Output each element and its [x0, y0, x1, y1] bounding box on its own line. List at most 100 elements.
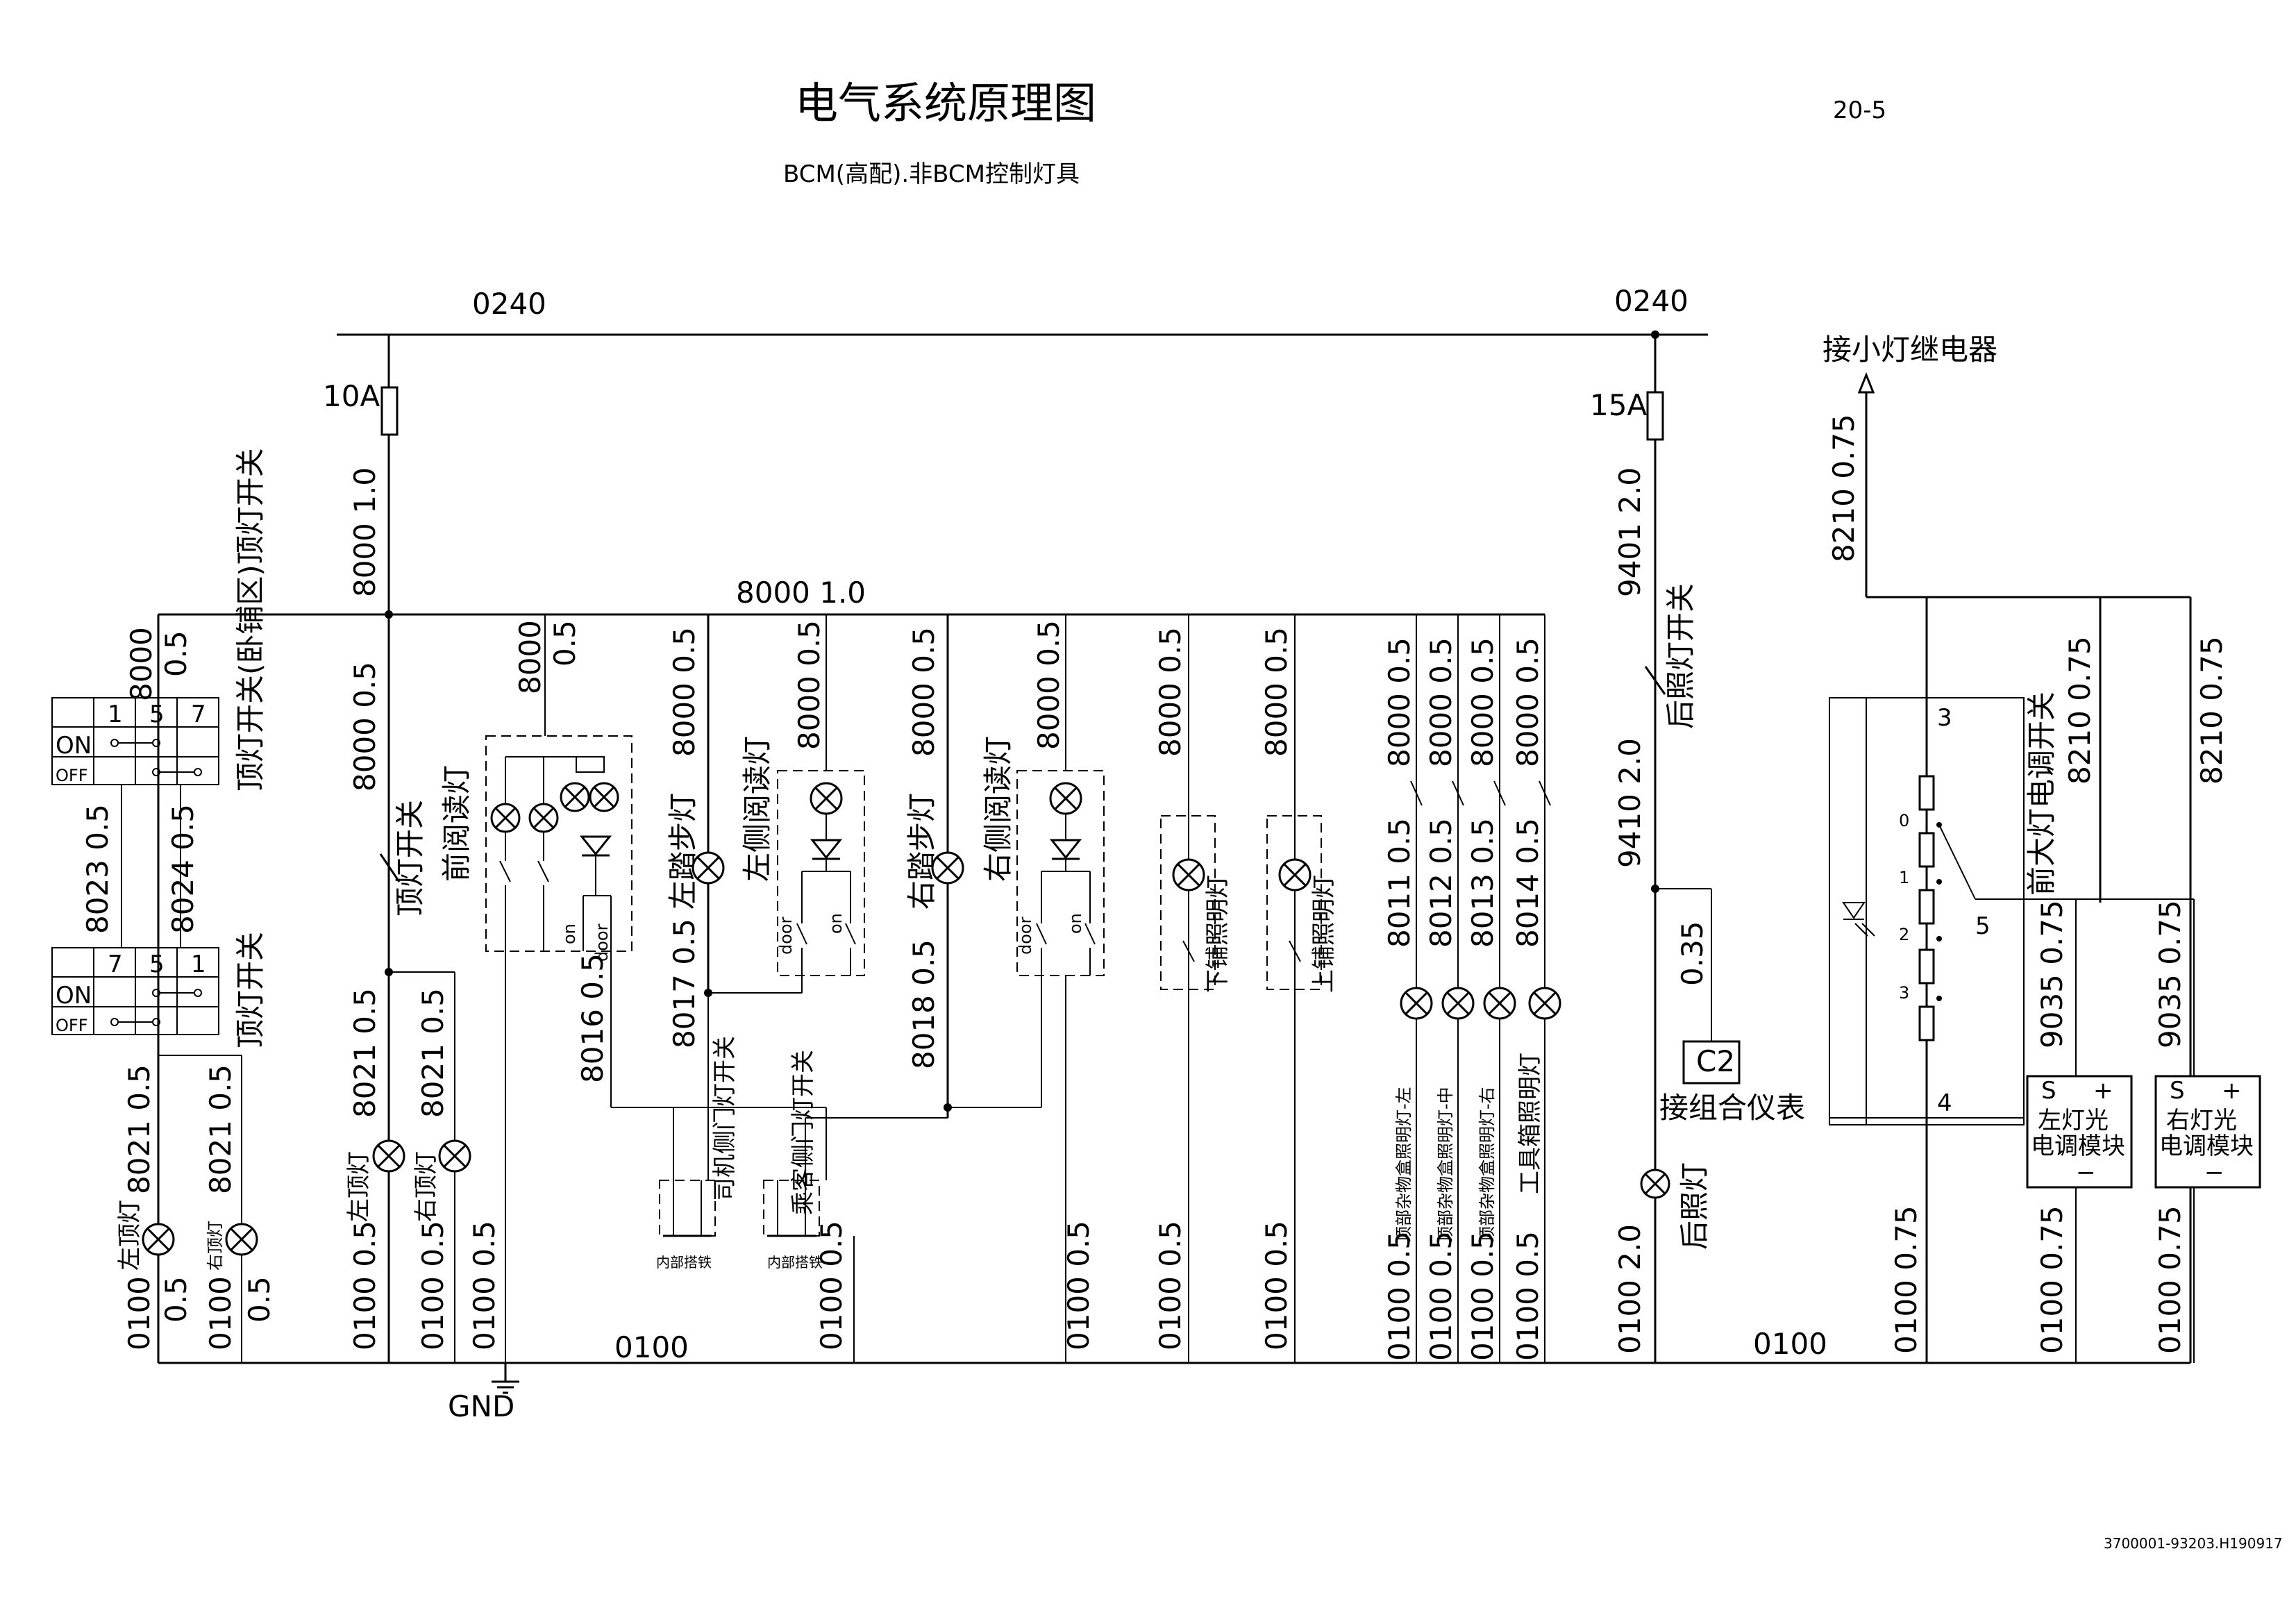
dome-switch: [379, 853, 401, 882]
wire-8012-label: 8012 0.5: [1424, 818, 1458, 948]
wire-0100-20-label: 0100 2.0: [1613, 1224, 1647, 1354]
left-module-plus: +: [2093, 1077, 2113, 1105]
storage-lamp-left: [1400, 614, 1433, 1363]
pos-3: 3: [1899, 983, 1909, 1003]
rear-light-switch-label: 后照灯开关: [1664, 583, 1698, 729]
wire-8013-label: 8013 0.5: [1466, 818, 1500, 948]
fuse-15a-label: 15A: [1590, 388, 1647, 422]
dome-switch-sleeper-lower-label: 顶灯开关: [233, 932, 267, 1048]
passenger-door-switch-label: 乘客侧门灯开关: [789, 1050, 817, 1215]
wire-9401-label: 9401 2.0: [1613, 467, 1647, 597]
right-side-reading-box: [1016, 770, 1105, 976]
svg-text:1: 1: [108, 701, 123, 728]
rear-light-switch: [1644, 666, 1666, 695]
doc-code: 3700001-93203.H190917: [2104, 1535, 2283, 1552]
left-dome-label: 左顶灯: [345, 1151, 373, 1222]
sleeper-lamp-upper: [1266, 614, 1322, 1363]
driver-door-switch: [659, 1180, 716, 1237]
left-step-label: 左踏步灯: [666, 793, 700, 910]
wire-8021-label: 8021 0.5: [348, 988, 382, 1118]
wire-9035-label: 9035 0.75: [2035, 900, 2069, 1048]
svg-text:OFF: OFF: [56, 766, 88, 785]
wire-0100-075-label: 0100 0.75: [2035, 1205, 2069, 1354]
switch-table-lower: 7 5 1 ON OFF: [51, 947, 219, 1035]
lamp-right-dome-2: [438, 1139, 471, 1173]
led-indicator-icon: [1842, 902, 1875, 937]
wire-0100-05-label: 0100 0.5: [814, 1221, 848, 1350]
front-reading-lamps: [490, 756, 619, 1107]
wire-8024-label: 8024 0.5: [166, 804, 200, 934]
lamp-left-step: [692, 851, 725, 885]
bus-0100-label-left: 0100: [614, 1330, 689, 1364]
left-dome-label: 左顶灯: [116, 1200, 144, 1271]
wire-8000-05-label: 8000 0.5: [1424, 637, 1458, 767]
wire-8000-05-label: 8000 0.5: [1466, 637, 1500, 767]
svg-text:7: 7: [108, 951, 123, 978]
storage-right-label: 顶部杂物盒照明灯-右: [1477, 1087, 1497, 1243]
sleeper-lamp-upper-label: 上铺照明灯: [1310, 875, 1338, 993]
left-module-name-2: 电调模块: [2031, 1132, 2125, 1160]
headlamp-switch-label: 前大灯电调开关: [2025, 692, 2059, 896]
internal-ground-label: 内部搭铁: [656, 1254, 712, 1271]
connector-c2: [1682, 1040, 1741, 1085]
front-reading-box: [485, 735, 632, 952]
right-module-name-1: 右灯光: [2166, 1107, 2237, 1135]
wire-0100-05-label: 0100 0.5: [1466, 1231, 1500, 1361]
wire-05-short: 0.5: [159, 630, 193, 677]
left-side-reading-box: [777, 770, 865, 976]
wire-8000-05-label: 8000 0.5: [1382, 637, 1416, 767]
right-side-on: on: [1066, 913, 1085, 934]
wire-8000-05-label: 8000 0.5: [348, 662, 382, 792]
dome-switch-sleeper-label: 顶灯开关(卧铺区)顶灯开关: [233, 448, 267, 792]
to-cluster-label: 接组合仪表: [1659, 1091, 1805, 1125]
svg-text:5: 5: [149, 701, 165, 728]
wire-8000-05-label: 8000 0.5: [1153, 627, 1187, 757]
wire-8000-05-label: 8000 0.5: [667, 627, 701, 757]
lamp-right-step: [931, 851, 964, 885]
pin-4-label: 4: [1937, 1089, 1952, 1117]
right-side-reading-lamp: [1036, 782, 1096, 1107]
bus-0100-label-right: 0100: [1753, 1327, 1827, 1361]
wire-05-short: 0.5: [548, 620, 582, 667]
fuse-10a: [380, 386, 399, 436]
wire-9410-label: 9410 2.0: [1613, 738, 1647, 868]
wire-9035-label: 9035 0.75: [2153, 900, 2187, 1048]
wire-8021-label: 8021 0.5: [203, 1064, 237, 1194]
lamp-right-dome: [225, 1223, 258, 1256]
right-side-door: door: [1016, 916, 1035, 955]
wire-0100-05-label: 0100 0.5: [1259, 1221, 1293, 1350]
left-side-reading-label: 左侧阅读灯: [740, 736, 774, 882]
wire-0100-05-label: 0100 0.5: [348, 1221, 382, 1350]
sleeper-lamp-lower-label: 下铺照明灯: [1204, 875, 1232, 993]
left-side-on: on: [826, 913, 846, 934]
left-side-reading-lamp: [796, 782, 856, 993]
right-side-reading-label: 右侧阅读灯: [981, 736, 1015, 882]
pos-2: 2: [1899, 925, 1909, 944]
wire-0100-05-label: 0100 0.5: [1062, 1221, 1096, 1350]
wire-0100-05-label: 0100 0.5: [1424, 1231, 1458, 1361]
wire-0100-05-label: 0100 0.5: [416, 1221, 450, 1350]
right-module-minus: −: [2204, 1159, 2224, 1187]
arrow-up-icon: [1857, 371, 1875, 394]
front-reading-on: on: [560, 923, 579, 944]
wire-8210-label: 8210 0.75: [2195, 636, 2229, 785]
connector-c2-label: C2: [1696, 1044, 1735, 1078]
storage-lamp-mid: [1441, 614, 1475, 1363]
wire-8014-label: 8014 0.5: [1511, 818, 1545, 948]
wire-035-label: 0.35: [1675, 921, 1709, 986]
rheostat-stack: [1918, 775, 2101, 1041]
wire-8210-label: 8210 0.75: [1827, 414, 1861, 562]
wire-8023-label: 8023 0.5: [81, 804, 115, 934]
right-dome-label: 右顶灯: [206, 1221, 225, 1271]
wire-0100-05-label: 0100 0.5: [467, 1221, 501, 1350]
wire-8000-05-label: 8000 0.5: [907, 627, 941, 757]
internal-ground-label: 内部搭铁: [767, 1254, 823, 1271]
driver-door-switch-label: 司机侧门灯开关: [711, 1036, 739, 1201]
svg-text:7: 7: [191, 701, 206, 728]
pos-0: 0: [1899, 811, 1909, 830]
wire-8017-label: 8017 0.5: [667, 919, 701, 1048]
wire-8011-label: 8011 0.5: [1382, 818, 1416, 948]
passenger-door-switch: [763, 1180, 820, 1237]
wire-8021-label: 8021 0.5: [122, 1064, 156, 1194]
